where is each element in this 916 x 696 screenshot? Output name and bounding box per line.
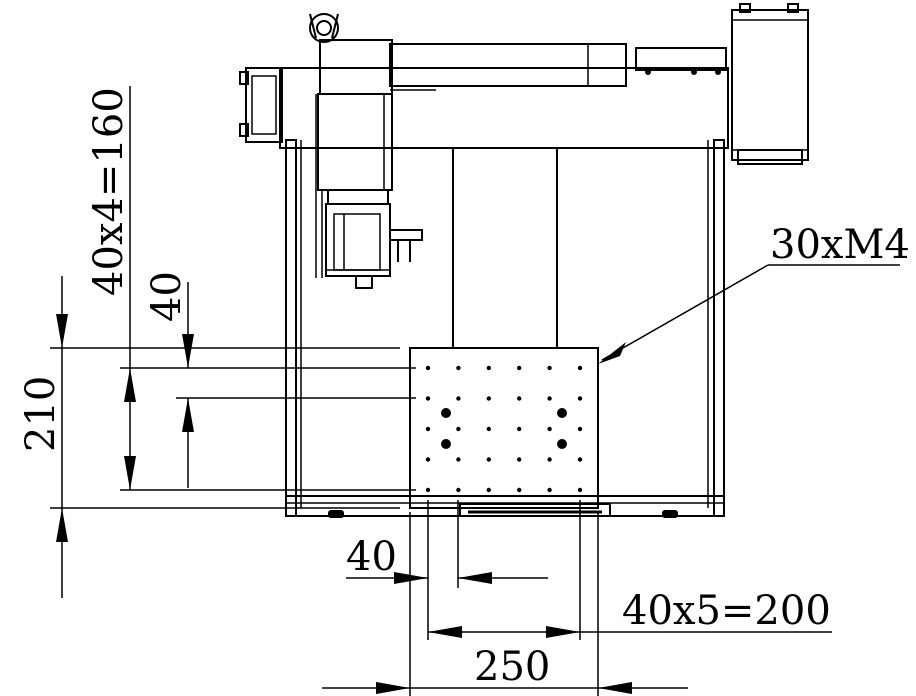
tapped-hole bbox=[486, 457, 491, 462]
mounting-hole bbox=[557, 439, 567, 449]
tapped-hole bbox=[547, 487, 552, 493]
hole-grid bbox=[425, 365, 583, 493]
horizontal-dimensions: 40 40x5=200 250 bbox=[322, 500, 832, 696]
z-axis-carriage bbox=[309, 13, 393, 278]
dim-horizontal-overall: 250 bbox=[474, 644, 550, 690]
tool-head bbox=[325, 203, 423, 289]
work-table bbox=[409, 347, 599, 509]
tapped-hole bbox=[577, 487, 583, 493]
dim-vertical-step: 40 bbox=[144, 271, 190, 322]
tapped-hole bbox=[577, 365, 583, 371]
tapped-hole bbox=[577, 457, 583, 462]
dim-vertical-pitch: 40x4=160 bbox=[86, 87, 132, 296]
tapped-hole bbox=[517, 365, 522, 371]
tapped-hole bbox=[456, 457, 461, 462]
tapped-hole bbox=[456, 365, 461, 371]
tapped-hole bbox=[456, 426, 461, 432]
mounting-hole bbox=[441, 408, 451, 418]
tapped-hole bbox=[517, 457, 522, 462]
tapped-hole bbox=[486, 487, 491, 493]
tapped-hole bbox=[486, 396, 491, 401]
dim-horizontal-step: 40 bbox=[346, 534, 397, 580]
tapped-hole bbox=[425, 396, 431, 401]
hole-callout: 30xM4 bbox=[598, 222, 910, 364]
dim-vertical-overall: 210 bbox=[18, 376, 64, 452]
mounting-hole bbox=[441, 439, 451, 449]
left-motor bbox=[239, 67, 283, 143]
tapped-hole bbox=[425, 426, 431, 432]
tapped-hole bbox=[517, 487, 522, 493]
machine-frame bbox=[285, 139, 725, 518]
hole-callout-text: 30xM4 bbox=[770, 222, 910, 268]
tapped-hole bbox=[577, 396, 583, 401]
tapped-hole bbox=[425, 487, 431, 493]
dim-horizontal-pitch: 40x5=200 bbox=[622, 588, 831, 634]
tapped-hole bbox=[486, 365, 491, 371]
tapped-hole bbox=[547, 365, 552, 371]
tapped-hole bbox=[425, 457, 431, 462]
tapped-hole bbox=[517, 426, 522, 432]
gantry-beam bbox=[279, 43, 729, 149]
tapped-hole bbox=[547, 426, 552, 432]
tapped-hole bbox=[577, 426, 583, 432]
tapped-hole bbox=[547, 396, 552, 401]
mounting-hole bbox=[557, 408, 567, 418]
tapped-hole bbox=[456, 396, 461, 401]
tapped-hole bbox=[547, 457, 552, 462]
right-motor bbox=[731, 3, 809, 165]
tapped-hole bbox=[456, 487, 461, 493]
tapped-hole bbox=[517, 396, 522, 401]
tapped-hole bbox=[486, 426, 491, 432]
tapped-hole bbox=[425, 365, 431, 371]
vertical-dimensions: 210 40x4=160 40 bbox=[18, 86, 416, 598]
